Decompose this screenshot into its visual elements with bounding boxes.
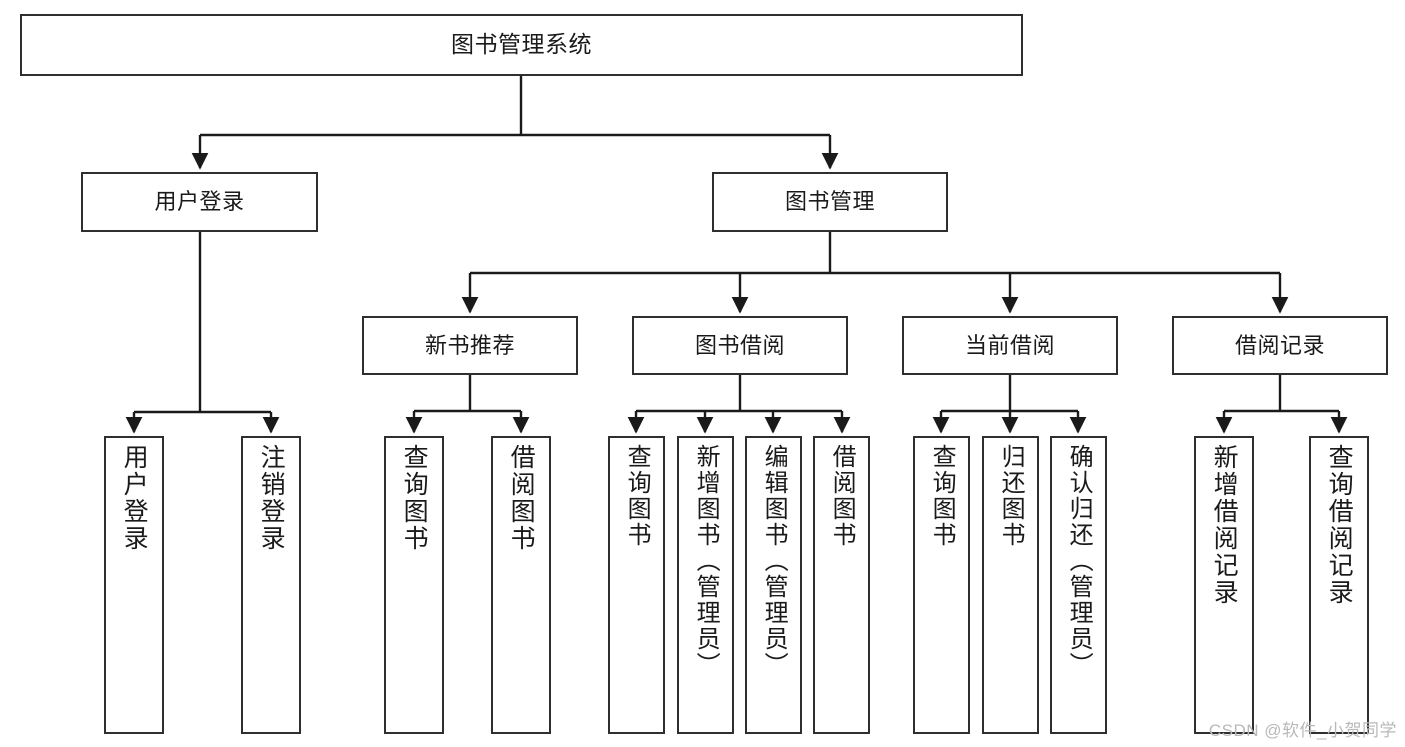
leaf-book-borrow-borrow-book[interactable]: 借阅图书 — [813, 436, 870, 734]
node-borrow-record[interactable]: 借阅记录 — [1172, 316, 1388, 375]
node-label: 归还图书 — [997, 444, 1025, 548]
node-label: 新书推荐 — [424, 332, 515, 358]
node-label: 新增图书（管理员） — [692, 444, 720, 678]
node-label: 借阅图书 — [507, 444, 536, 552]
leaf-book-borrow-query-book[interactable]: 查询图书 — [608, 436, 665, 734]
leaf-current-borrow-confirm-return-admin[interactable]: 确认归还（管理员） — [1050, 436, 1107, 734]
node-current-borrow[interactable]: 当前借阅 — [902, 316, 1118, 375]
csdn-watermark: CSDN @软件_小贺同学 — [1208, 721, 1397, 740]
leaf-new-book-query-book[interactable]: 查询图书 — [384, 436, 444, 734]
node-label: 查询图书 — [623, 444, 651, 548]
node-new-book-recommend[interactable]: 新书推荐 — [362, 316, 578, 375]
node-label: 当前借阅 — [964, 332, 1055, 358]
leaf-user-login-logout[interactable]: 注销登录 — [241, 436, 301, 734]
node-root-book-management-system[interactable]: 图书管理系统 — [20, 14, 1023, 76]
leaf-current-borrow-query-book[interactable]: 查询图书 — [913, 436, 970, 734]
node-label: 查询图书 — [928, 444, 956, 548]
leaf-current-borrow-return-book[interactable]: 归还图书 — [982, 436, 1039, 734]
leaf-borrow-record-query-record[interactable]: 查询借阅记录 — [1309, 436, 1369, 734]
leaf-book-borrow-add-book-admin[interactable]: 新增图书（管理员） — [677, 436, 734, 734]
leaf-user-login-login[interactable]: 用户登录 — [104, 436, 164, 734]
node-label: 用户登录 — [154, 189, 245, 215]
leaf-borrow-record-add-record[interactable]: 新增借阅记录 — [1194, 436, 1254, 734]
node-label: 查询图书 — [400, 444, 429, 552]
node-label: 用户登录 — [120, 444, 149, 552]
node-label: 查询借阅记录 — [1325, 444, 1354, 606]
node-label: 新增借阅记录 — [1210, 444, 1239, 606]
leaf-new-book-borrow-book[interactable]: 借阅图书 — [491, 436, 551, 734]
node-book-borrow[interactable]: 图书借阅 — [632, 316, 848, 375]
node-label: 图书借阅 — [694, 332, 785, 358]
node-user-login[interactable]: 用户登录 — [81, 172, 318, 232]
node-label: 借阅记录 — [1234, 332, 1325, 358]
node-label: 借阅图书 — [828, 444, 856, 548]
node-label: 确认归还（管理员） — [1065, 444, 1093, 678]
node-label: 注销登录 — [257, 444, 286, 552]
leaf-book-borrow-edit-book-admin[interactable]: 编辑图书（管理员） — [745, 436, 802, 734]
node-label: 图书管理系统 — [451, 31, 592, 58]
node-label: 图书管理 — [784, 189, 875, 215]
node-label: 编辑图书（管理员） — [760, 444, 788, 678]
node-book-management[interactable]: 图书管理 — [712, 172, 948, 232]
